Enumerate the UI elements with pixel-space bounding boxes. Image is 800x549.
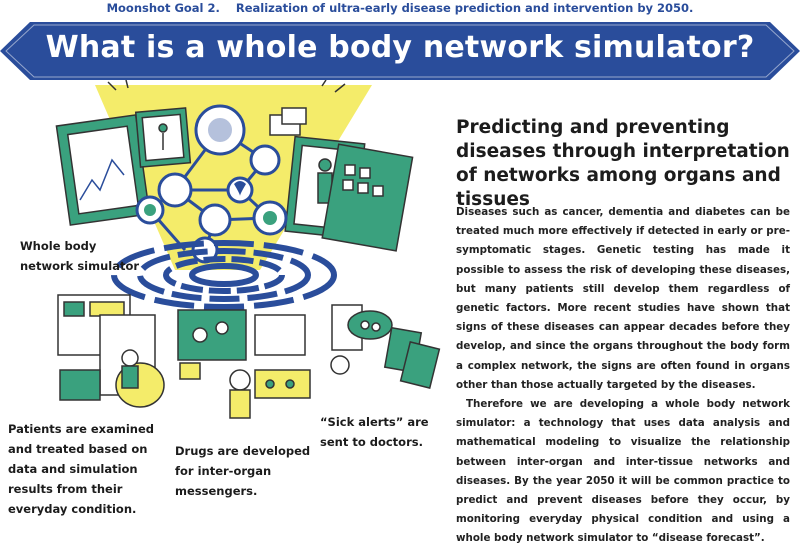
drug-scene	[177, 309, 311, 419]
simulator-label: Whole body network simulator	[20, 239, 140, 273]
article-heading: Predicting and preventing diseases throu…	[456, 117, 790, 210]
caption-patients: Patients are examined and treated based …	[8, 422, 155, 516]
article-body: Diseases such as cancer, dementia and di…	[456, 203, 790, 549]
caption-drugs: Drugs are developed for inter-organ mess…	[175, 444, 311, 498]
paragraph: Diseases such as cancer, dementia and di…	[456, 206, 790, 391]
simulator-illustration	[55, 80, 441, 419]
paragraph: Therefore we are developing a whole body…	[456, 398, 790, 545]
data-panel-right	[269, 107, 414, 252]
data-panel-left	[55, 107, 192, 226]
organ-nodes	[135, 104, 288, 264]
doctor-scene	[330, 304, 441, 389]
platform-rings	[111, 240, 337, 310]
banner-shape	[0, 22, 800, 80]
title-banner: What is a whole body network simulator?	[0, 22, 800, 80]
goal-subtitle: Moonshot Goal 2. Realization of ultra-ea…	[106, 1, 694, 15]
patient-scene	[57, 294, 165, 408]
page-title: What is a whole body network simulator?	[45, 30, 755, 65]
caption-sick-alerts: “Sick alerts” are sent to doctors.	[320, 415, 429, 449]
